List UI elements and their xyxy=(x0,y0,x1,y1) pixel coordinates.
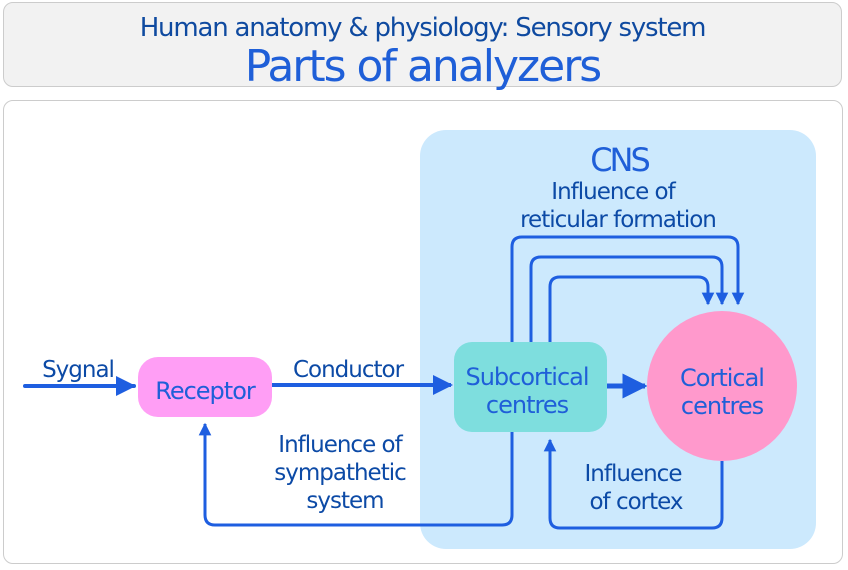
sympathetic-arrow xyxy=(198,422,514,527)
page-subtitle: Human anatomy & physiology: Sensory syst… xyxy=(139,13,707,43)
reticular-label-line2: reticular formation xyxy=(520,207,716,233)
header-panel: Human anatomy & physiology: Sensory syst… xyxy=(3,2,842,92)
reticular-arrow-outer xyxy=(510,235,745,344)
subcortical-label-line1: Subcortical xyxy=(465,363,588,391)
receptor-label: Receptor xyxy=(155,377,256,405)
sympathetic-label-line3: system xyxy=(306,488,383,514)
signal-label: Sygnal xyxy=(42,357,114,383)
page-title: Parts of analyzers xyxy=(244,41,602,92)
sympathetic-label-line1: Influence of xyxy=(278,432,403,458)
cns-label: CNS xyxy=(590,141,649,179)
cortex-label-line1: Influence xyxy=(585,461,682,487)
reticular-label-line1: Influence of xyxy=(551,179,676,205)
cortical-label-line1: Cortical xyxy=(680,364,764,392)
sympathetic-label-line2: sympathetic xyxy=(274,460,406,486)
cortical-node: Cortical centres xyxy=(647,311,797,461)
reticular-arrow-middle xyxy=(529,255,729,344)
receptor-node: Receptor xyxy=(138,357,272,417)
cortex-label-line2: of cortex xyxy=(589,489,682,515)
subcortical-label-line2: centres xyxy=(486,391,569,419)
conductor-label: Conductor xyxy=(293,357,405,383)
cortical-label-line2: centres xyxy=(681,392,764,420)
reticular-arrow-inner xyxy=(548,275,715,344)
cortex-arrow xyxy=(543,438,724,530)
subcortical-node: Subcortical centres xyxy=(454,342,607,432)
